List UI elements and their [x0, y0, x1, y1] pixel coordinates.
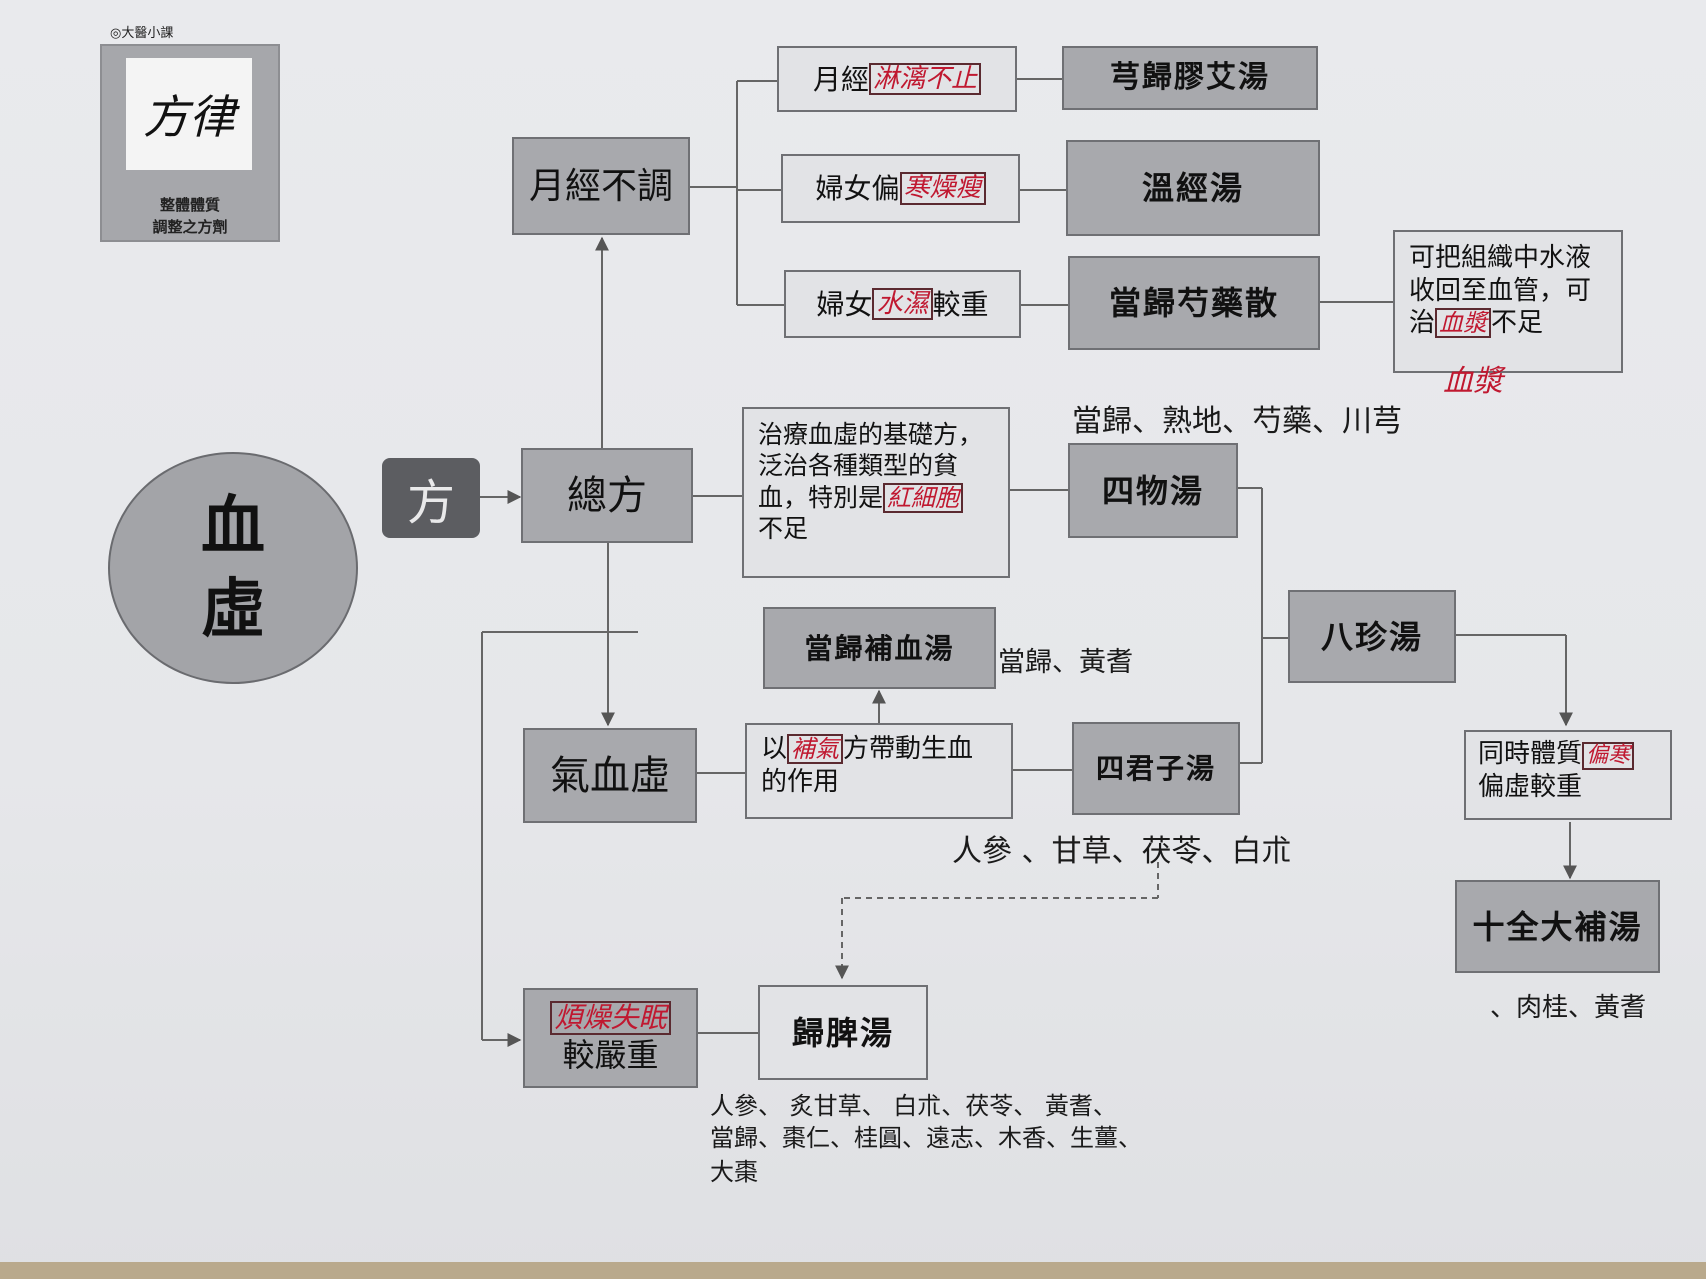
logo-calligraphy: 方律: [126, 58, 252, 170]
node-fannao-text: 較嚴重: [562, 1036, 659, 1075]
note-buqi-post: 方帶動生血: [843, 734, 974, 764]
hand-xuejiang: 血漿: [1435, 308, 1492, 339]
formula-bazhen: 八珍湯: [1288, 590, 1456, 683]
formula-shiquan-dabu: 十全大補湯: [1455, 880, 1660, 973]
herbs-guipi-l1: 人參、 炙甘草、 白朮、茯苓、 黃耆、: [710, 1092, 1117, 1120]
cond-3-post: 較重: [932, 287, 989, 321]
herbs-guipi-l2: 當歸、棗仁、桂圓、遠志、木香、生薑、: [710, 1124, 1142, 1152]
cond-3-pre: 婦女: [816, 287, 873, 321]
herbs-siwu: 當歸、熟地、芍藥、川芎: [1072, 404, 1402, 439]
note-buqi: 以補氣方帶動生血 的作用: [745, 723, 1013, 819]
hand-buqi: 補氣: [787, 734, 844, 765]
hand-hongxibao: 紅細胞: [883, 482, 964, 513]
cond-fuyu-shuishi: 婦女水濕較重: [784, 270, 1021, 338]
note-siwu-l2: 泛治各種類型的貧: [758, 451, 959, 481]
note-tongshi-l1-pre: 同時體質: [1478, 739, 1583, 769]
note-siwu-l3-pre: 血，特別是: [758, 482, 884, 512]
herbs-sijunzi: 人參 、甘草、茯苓、白朮: [952, 834, 1292, 869]
hand-pianhan: 偏寒: [1582, 742, 1635, 771]
note-shuiye-l3-post: 不足: [1491, 308, 1544, 338]
note-shuiye-l2: 收回至血管，可: [1409, 275, 1592, 306]
node-fannao: 煩燥失眠 較嚴重: [523, 988, 698, 1088]
logo-caption-1: 整體體質: [159, 196, 220, 214]
root-char-1: 血: [201, 488, 265, 564]
hand-linli: 淋漓不止: [869, 62, 982, 96]
formula-danggui-buxue: 當歸補血湯: [763, 607, 996, 689]
note-tongshi: 同時體質偏寒 偏虛較重: [1464, 730, 1672, 820]
formula-sijunzi: 四君子湯: [1072, 722, 1240, 815]
logo-top-label: ◎大醫小課: [110, 26, 174, 41]
cond-1-pre: 月經: [812, 62, 869, 96]
hand-fannao: 煩燥失眠: [550, 1000, 671, 1036]
node-qixuexu: 氣血虛: [523, 728, 697, 823]
cond-yuejing-linli: 月經淋漓不止: [777, 46, 1017, 112]
formula-siwu: 四物湯: [1068, 443, 1238, 538]
node-zongfang: 總方: [521, 448, 693, 543]
logo-caption-2: 調整之方劑: [152, 218, 228, 236]
formula-danggui-shaoyao: 當歸芍藥散: [1068, 256, 1320, 350]
root-circle-xuexu: 血 虛: [108, 452, 358, 684]
root-char-2: 虛: [201, 572, 265, 647]
hand-xuejiang-below: 血漿: [1443, 364, 1503, 399]
note-shuiye-l1: 可把組織中水液: [1409, 243, 1592, 273]
note-buqi-pre: 以: [761, 734, 788, 764]
logo-block: 方律 整體體質 調整之方劑: [100, 44, 280, 242]
cond-2-pre: 婦女偏: [815, 172, 900, 205]
herbs-shiquan: 、肉桂、黃耆: [1490, 993, 1647, 1023]
note-buqi-l2: 的作用: [761, 766, 840, 797]
formula-xiongguijiaoai: 芎歸膠艾湯: [1062, 46, 1318, 110]
fang-label: 方: [382, 458, 480, 538]
table-surface: [0, 1262, 1706, 1279]
herbs-guipi-l3: 大棗: [710, 1158, 758, 1186]
formula-wenjing: 溫經湯: [1066, 140, 1320, 236]
note-tongshi-l2: 偏虛較重: [1478, 771, 1583, 802]
node-yuejing-butiao: 月經不調: [512, 137, 690, 235]
note-shuiye-l3-pre: 治: [1409, 308, 1436, 338]
formula-guipi: 歸脾湯: [758, 985, 928, 1080]
note-siwu-l4: 不足: [758, 513, 809, 543]
cond-fuyu-hanzao: 婦女偏寒燥瘦: [781, 154, 1020, 223]
herbs-buxue: 當歸、黃耆: [998, 647, 1133, 678]
note-siwu-l1: 治療血虛的基礎方，: [758, 420, 984, 449]
note-shuiye: 可把組織中水液 收回至血管，可 治血漿不足: [1393, 230, 1623, 373]
hand-shuishi: 水濕: [872, 287, 933, 321]
note-siwu-desc: 治療血虛的基礎方， 泛治各種類型的貧 血，特別是紅細胞 不足: [742, 407, 1010, 578]
hand-hanzao: 寒燥瘦: [899, 172, 986, 205]
